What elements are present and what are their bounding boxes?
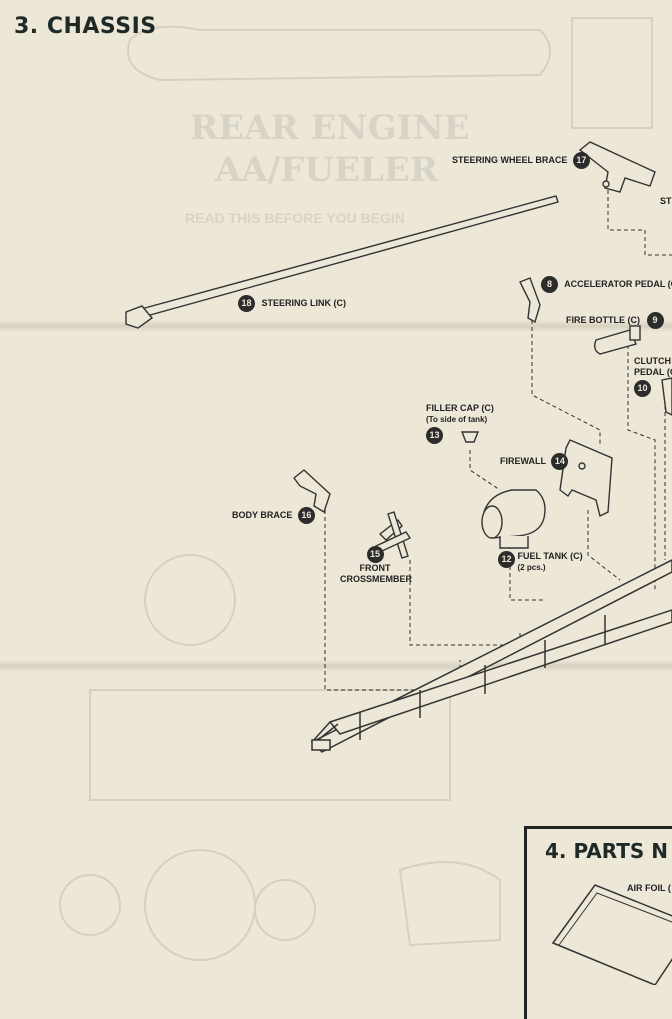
label-fire-bottle: FIRE BOTTLE (C) 9 <box>566 312 664 329</box>
label-filler-cap: FILLER CAP (C) (To side of tank) 13 <box>426 403 494 444</box>
fire-bottle-part <box>593 325 641 355</box>
body-brace-part <box>293 469 331 514</box>
label-note: CROSSMEMBER <box>340 574 413 584</box>
steering-link-part <box>125 195 559 329</box>
label-text: FRONT <box>359 563 391 573</box>
callout-number: 14 <box>551 453 569 470</box>
accelerator-pedal-part <box>519 277 541 324</box>
parts-section-box: 4. PARTS N AIR FOIL ( <box>524 826 672 1019</box>
label-fuel-tank: 12 FUEL TANK (C) (2 pcs.) <box>498 551 583 573</box>
callout-number: 15 <box>366 546 384 563</box>
label-text: ACCELERATOR PEDAL (C) <box>564 278 672 289</box>
edge-fragment-label: ST <box>660 196 672 206</box>
label-body-brace: BODY BRACE 16 <box>232 507 315 524</box>
callout-number: 8 <box>541 276 558 293</box>
label-text: FUEL TANK (C) <box>517 551 583 561</box>
label-note: (2 pcs.) <box>517 563 546 572</box>
label-accelerator-pedal: 8 ACCELERATOR PEDAL (C) <box>541 276 672 293</box>
label-front-crossmember: 15 FRONT CROSSMEMBER <box>340 546 413 585</box>
chassis-frame <box>310 559 672 753</box>
leader-lines <box>324 190 672 691</box>
callout-number: 12 <box>498 551 515 568</box>
label-text: FIRE BOTTLE (C) <box>566 314 640 325</box>
clutch-pedal-part <box>661 377 672 416</box>
callout-number: 16 <box>297 507 315 524</box>
callout-number: 13 <box>426 427 443 444</box>
label-text: CLUTCH <box>634 356 671 366</box>
callout-number: 18 <box>238 295 255 312</box>
steering-wheel-brace-part <box>578 141 656 193</box>
label-text: BODY BRACE <box>232 509 293 520</box>
label-firewall: FIREWALL 14 <box>500 453 569 470</box>
air-foil-label: AIR FOIL ( <box>627 883 671 893</box>
label-clutch-pedal: CLUTCH PEDAL (C 10 <box>634 356 672 397</box>
label-text: STEERING WHEEL BRACE <box>452 154 568 165</box>
air-foil-part <box>551 884 672 985</box>
fuel-tank-part <box>481 489 546 549</box>
label-text: FILLER CAP (C) <box>426 403 494 413</box>
parts-section-title: 4. PARTS N <box>545 839 669 863</box>
front-crossmember-part <box>374 511 412 559</box>
callout-number: 10 <box>634 380 651 397</box>
filler-cap-part <box>460 431 480 443</box>
label-note: (To side of tank) <box>426 415 488 424</box>
label-steering-wheel-brace: STEERING WHEEL BRACE 17 <box>452 152 590 169</box>
section-title: 3. CHASSIS <box>14 14 157 39</box>
callout-number: 9 <box>646 312 664 329</box>
label-steering-link: 18 STEERING LINK (C) <box>238 295 346 312</box>
label-text: FIREWALL <box>500 455 546 466</box>
ghost-shapes <box>59 17 653 961</box>
callout-number: 17 <box>572 152 590 169</box>
label-note: PEDAL (C <box>634 367 672 377</box>
label-text: STEERING LINK (C) <box>261 297 347 308</box>
firewall-part <box>559 439 613 518</box>
